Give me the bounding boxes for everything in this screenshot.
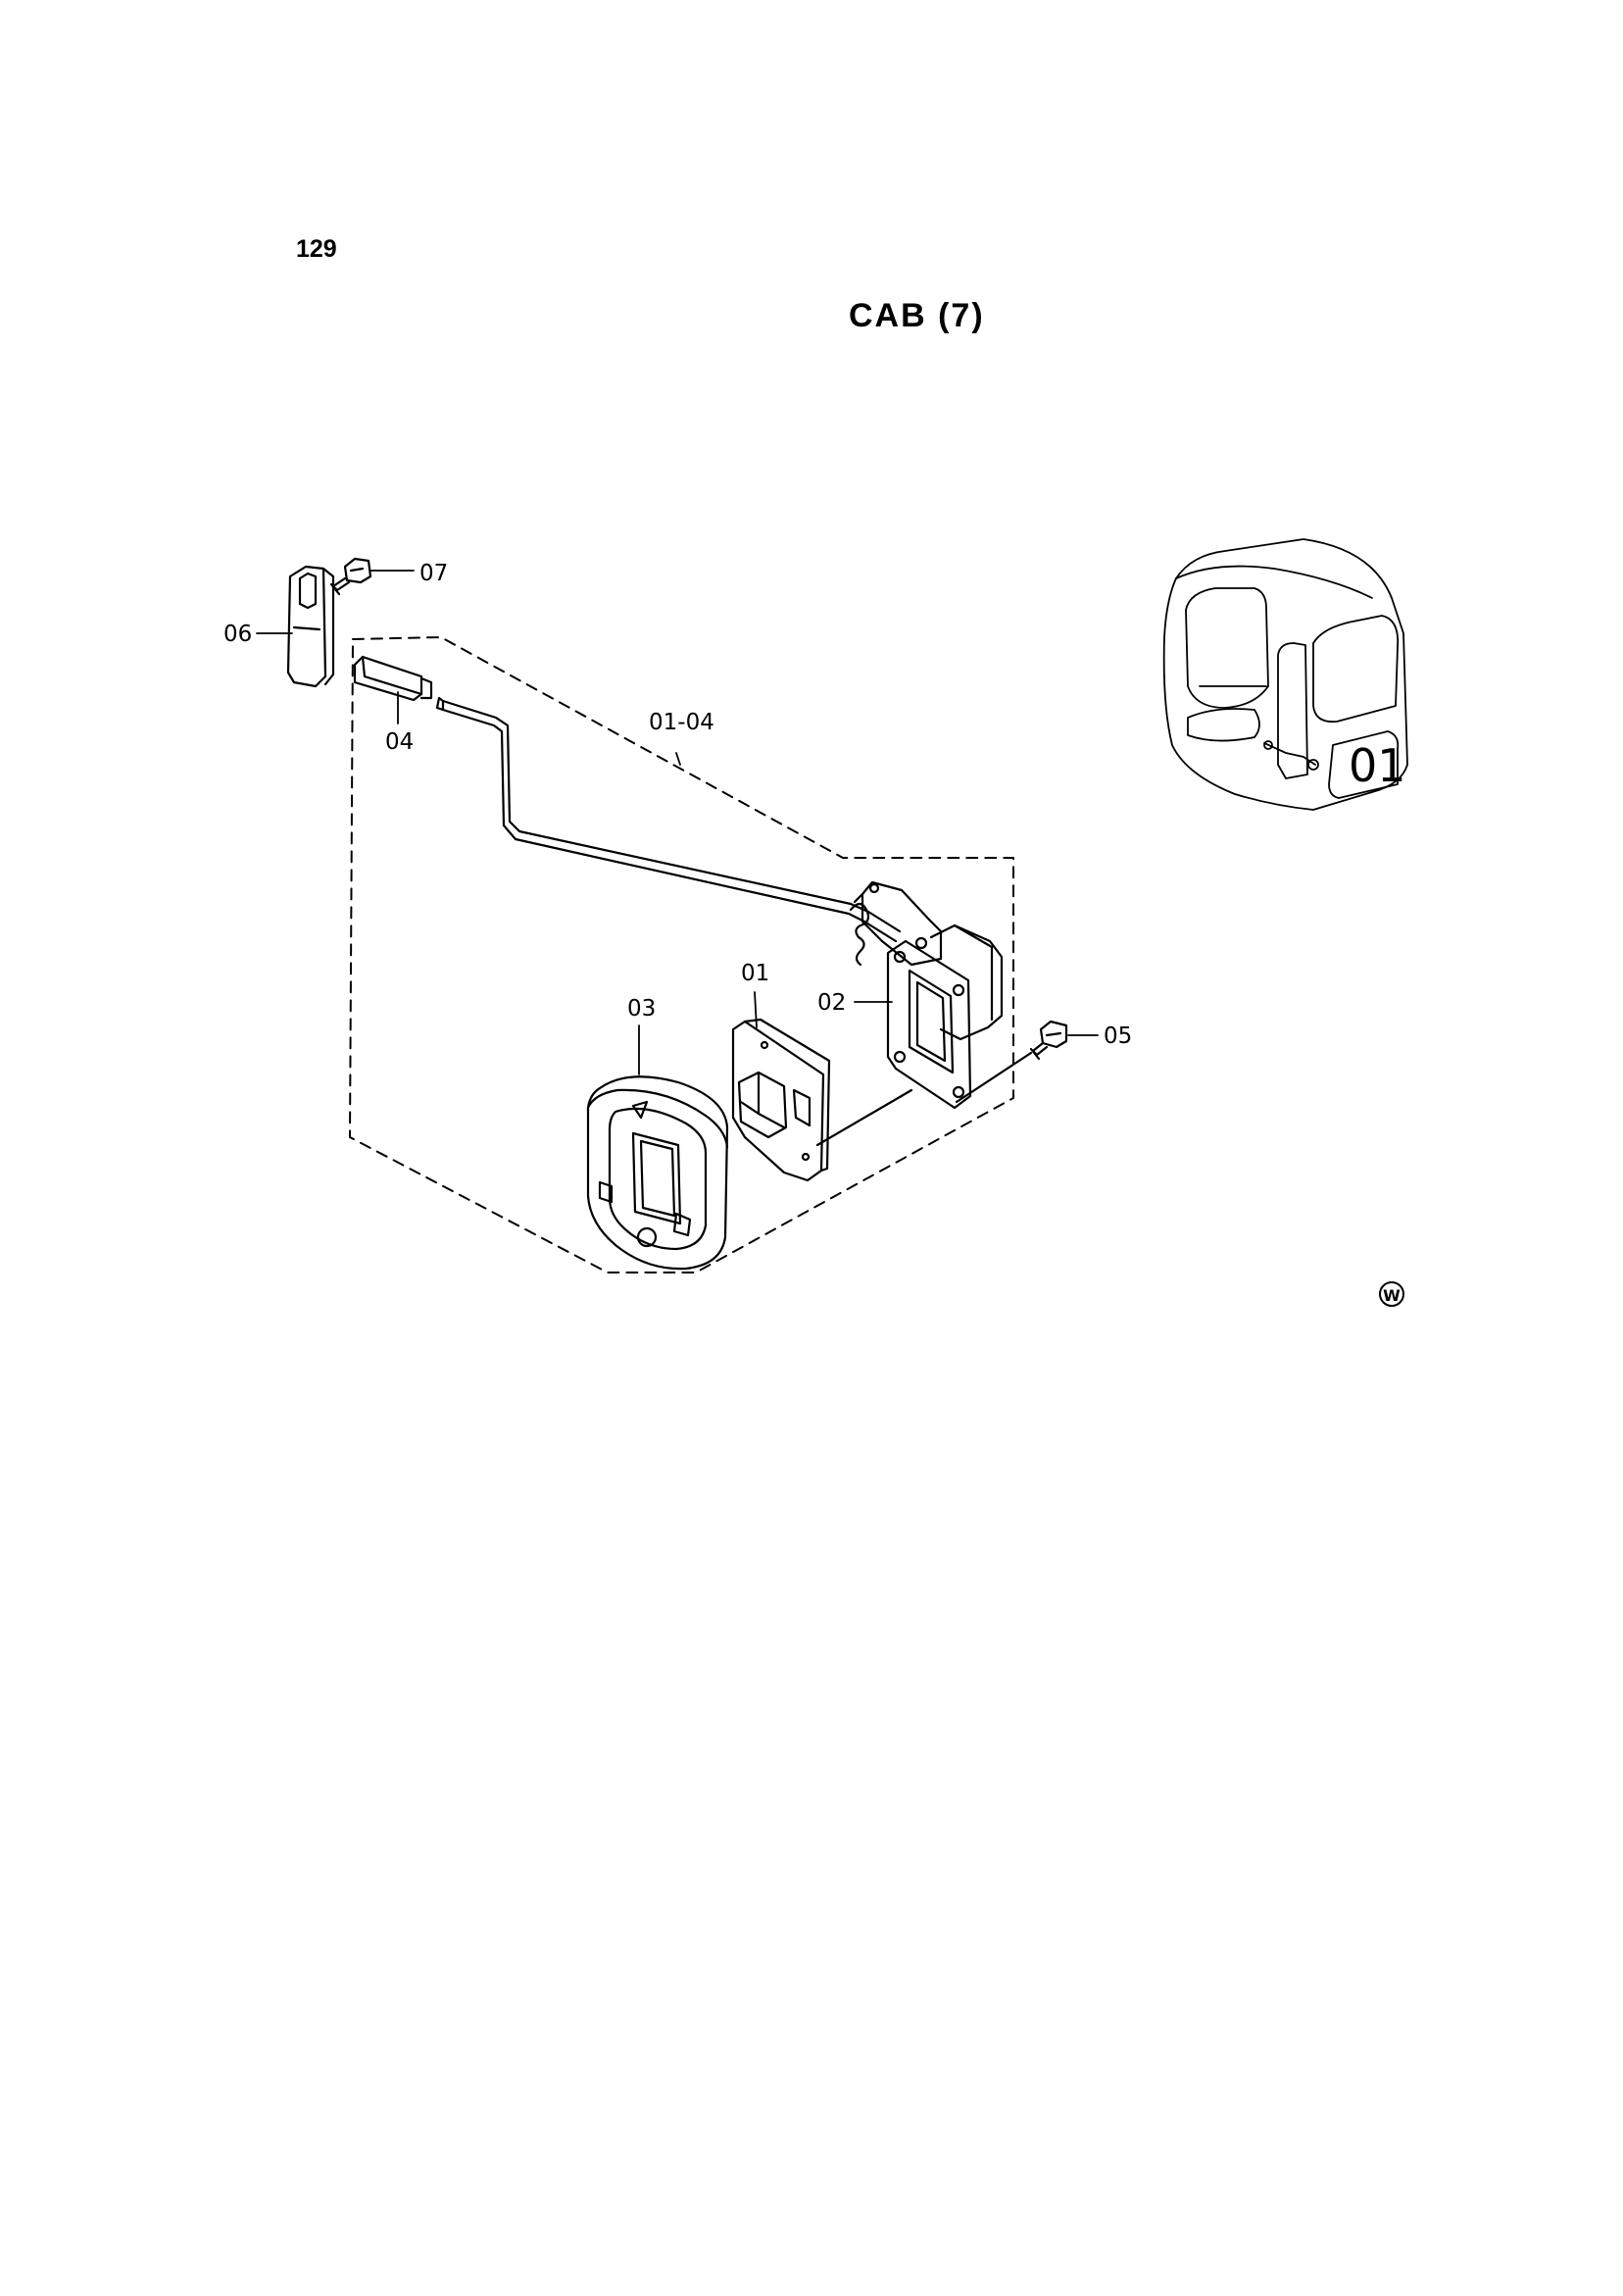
callout-03: 03 [627, 996, 656, 1022]
w-mark-letter: W [1383, 1286, 1401, 1305]
leader-lock-to-01 [815, 1088, 913, 1147]
callout-leaders [256, 570, 1099, 1075]
page-title: CAB (7) [849, 297, 985, 334]
page-number: 129 [296, 235, 337, 263]
callout-07: 07 [419, 561, 448, 586]
part-04-knob [353, 655, 433, 702]
part-03-trim-ring [586, 1075, 729, 1271]
part-07-screw [329, 557, 372, 596]
callout-06: 06 [223, 622, 252, 647]
part-05-screw [1029, 1020, 1068, 1061]
callout-01-04: 01-04 [649, 710, 714, 735]
part-02-lock-body [849, 880, 1004, 1110]
w-mark: W [1379, 1281, 1404, 1307]
callout-01: 01 [741, 961, 769, 986]
leader-05-to-lock [955, 1051, 1033, 1104]
part-01-mechanism [731, 1018, 831, 1182]
part-06-handle [286, 565, 335, 688]
callout-04: 04 [385, 729, 414, 755]
callout-05: 05 [1104, 1023, 1132, 1049]
cab-inset [1162, 538, 1408, 811]
callout-02: 02 [817, 990, 846, 1016]
inset-label: 01 [1349, 739, 1406, 792]
assembly-boundary [349, 636, 1014, 1273]
